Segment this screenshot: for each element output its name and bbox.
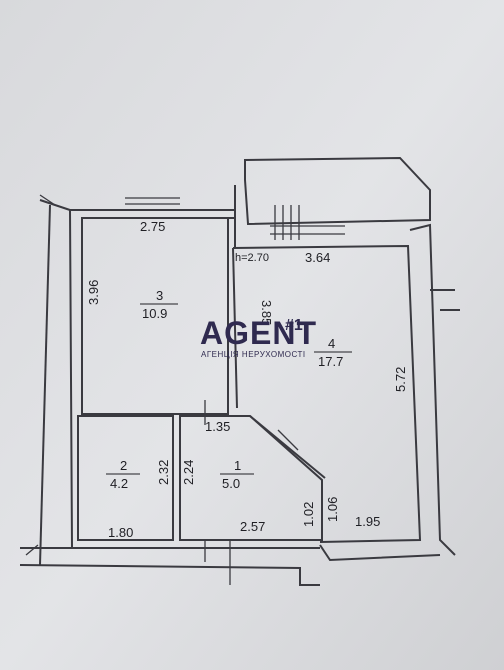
svg-text:4: 4 [328,336,335,351]
dim-102: 1.02 [301,502,316,527]
room-4-label: 4 17.7 [314,336,352,369]
room-3-label: 3 10.9 [140,288,178,321]
dim-135: 1.35 [205,419,230,434]
room-1-label: 1 5.0 [220,458,254,491]
dim-572: 5.72 [393,367,408,392]
svg-text:1: 1 [234,458,241,473]
dim-275: 2.75 [140,219,165,234]
svg-text:4.2: 4.2 [110,476,128,491]
agent-logo-watermark: AGENT #1 АГЕНЦІЯ НЕРУХОМОСТІ [200,315,317,359]
dim-385: 3.85 [259,300,274,325]
dim-180: 1.80 [108,525,133,540]
dim-396: 3.96 [86,280,101,305]
svg-text:2: 2 [120,458,127,473]
interior-walls [77,217,326,541]
room-2-label: 2 4.2 [106,458,140,491]
watermark-tagline: АГЕНЦІЯ НЕРУХОМОСТІ [201,350,306,359]
dim-232: 2.32 [156,460,171,485]
dim-195: 1.95 [355,514,380,529]
watermark-brand: AGENT [200,315,317,351]
dim-257: 2.57 [240,519,265,534]
dim-h270: h=2.70 [235,252,269,264]
svg-text:17.7: 17.7 [318,354,343,369]
dim-106: 1.06 [325,497,340,522]
dim-224: 2.24 [181,460,196,485]
svg-text:3: 3 [156,288,163,303]
stairs-marks [25,194,345,585]
watermark-mark: #1 [285,317,303,334]
svg-text:10.9: 10.9 [142,306,167,321]
dim-364: 3.64 [305,250,330,265]
svg-text:5.0: 5.0 [222,476,240,491]
